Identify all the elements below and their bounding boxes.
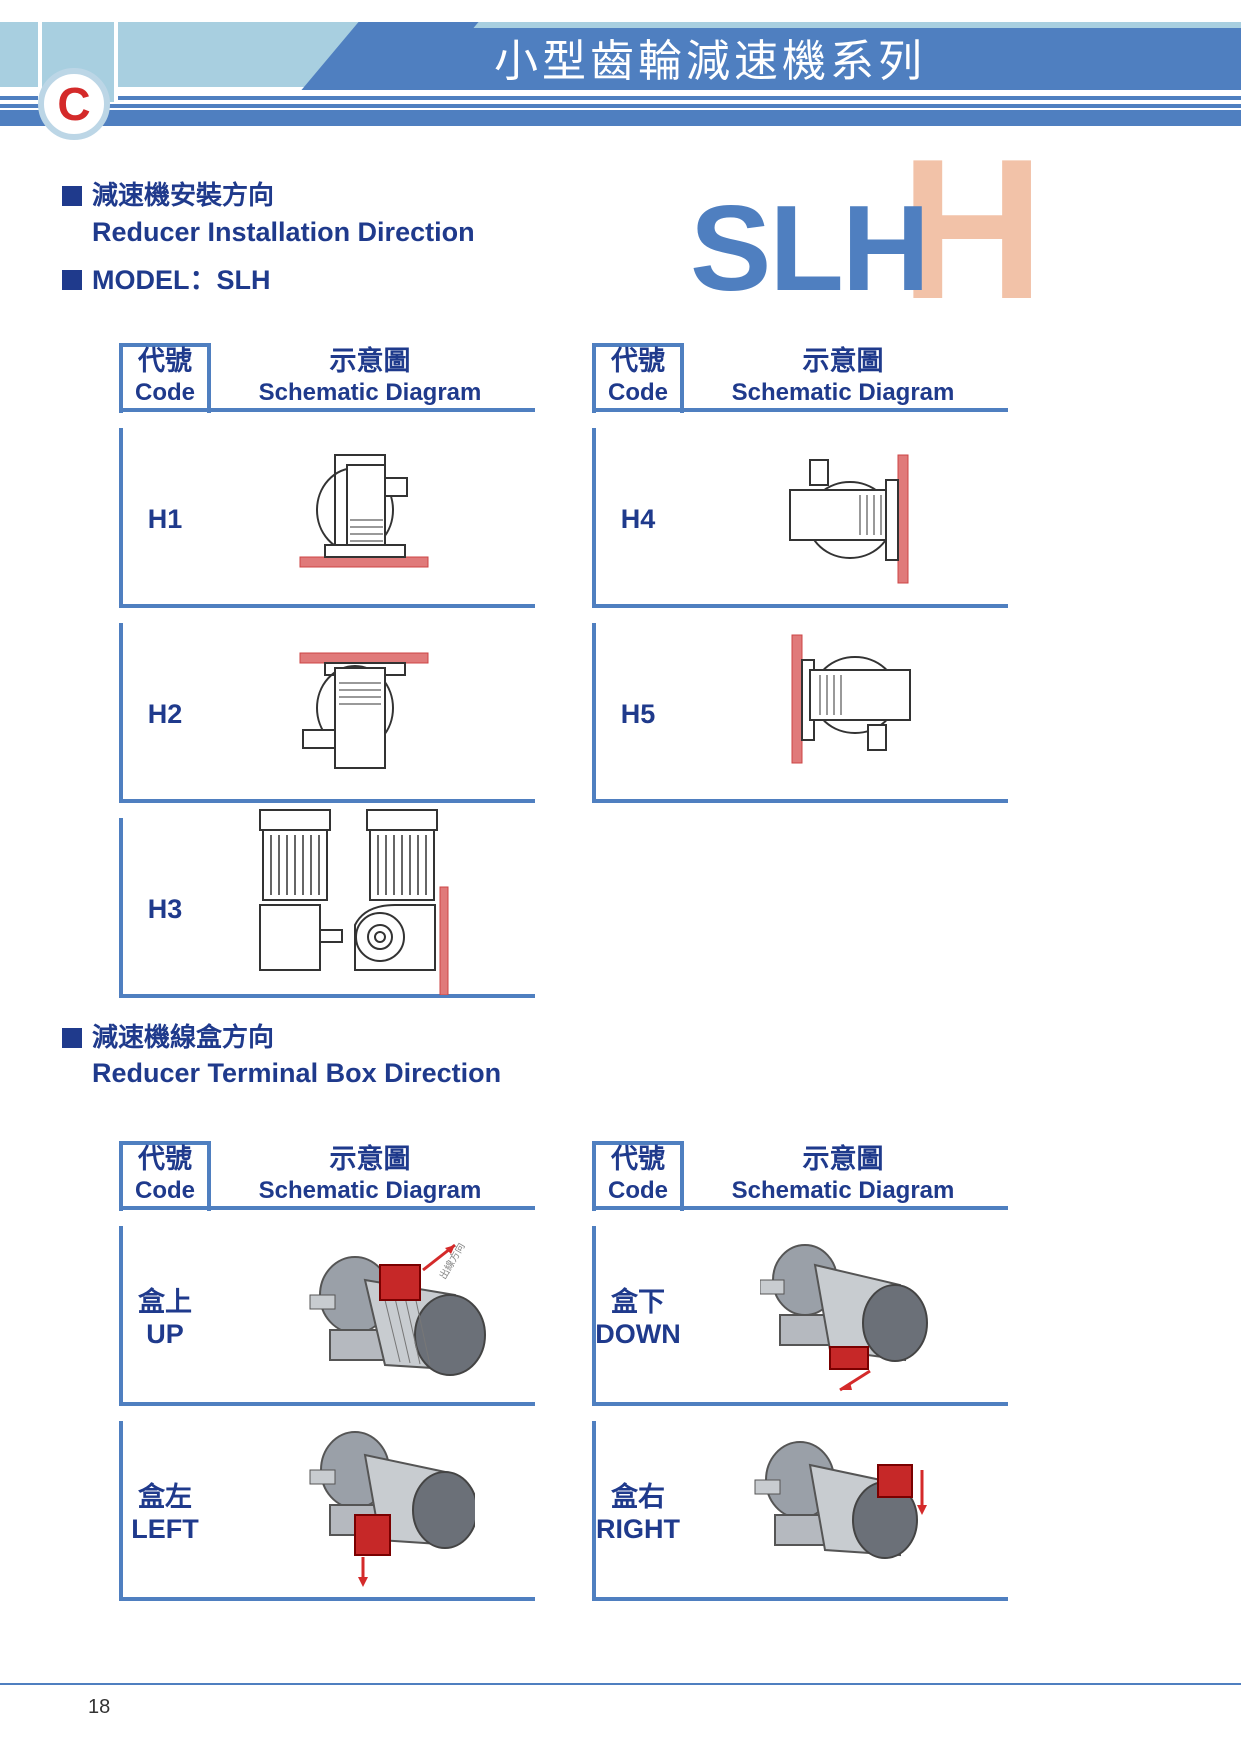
code-header-box xyxy=(592,1141,684,1211)
table-rule xyxy=(119,408,535,412)
code-right: 盒右 RIGHT xyxy=(592,1481,684,1545)
code-header-en: Code xyxy=(608,1177,668,1204)
diagram-header-en: Schematic Diagram xyxy=(731,1177,955,1204)
row-border xyxy=(592,1421,596,1601)
h1-diagram xyxy=(299,454,429,568)
diagram-header-en: Schematic Diagram xyxy=(258,1177,482,1204)
row-border xyxy=(119,1226,123,1406)
diagram-header: 示意圖 Schematic Diagram xyxy=(225,345,515,409)
diagram-header-en: Schematic Diagram xyxy=(258,379,482,406)
terminal-box-down-diagram xyxy=(760,1244,928,1392)
diagram-header: 示意圖 Schematic Diagram xyxy=(698,1143,988,1207)
model-label: MODEL：SLH xyxy=(92,265,271,295)
code-header-box xyxy=(592,343,684,413)
footer-rule xyxy=(0,1683,1241,1685)
section2-title-zh: 減速機線盒方向 xyxy=(92,1022,275,1052)
row-rule xyxy=(119,994,535,998)
code-left-zh: 盒左 xyxy=(138,1482,192,1512)
code-up-en: UP xyxy=(146,1319,184,1349)
section1-title-zh: 減速機安裝方向 xyxy=(92,180,275,210)
code-header-box xyxy=(119,1141,211,1211)
row-border xyxy=(119,623,123,803)
row-rule xyxy=(119,1597,535,1601)
code-h3: H3 xyxy=(147,894,183,924)
h4-diagram xyxy=(789,454,909,584)
code-h4: H4 xyxy=(620,504,656,534)
section1-title-en: Reducer Installation Direction xyxy=(92,217,475,247)
page-number: 18 xyxy=(88,1696,111,1718)
row-border xyxy=(119,818,123,998)
section-badge xyxy=(38,68,110,140)
page-title: 小型齒輪減速機系列 xyxy=(494,36,926,87)
row-rule xyxy=(119,799,535,803)
slh-logo: SLH xyxy=(690,180,930,316)
header-stripe xyxy=(0,108,1241,110)
code-header-zh: 代號 xyxy=(138,1144,192,1174)
row-border xyxy=(592,1226,596,1406)
row-border xyxy=(119,1421,123,1601)
section2-title-en: Reducer Terminal Box Direction xyxy=(92,1058,502,1088)
diagram-header-zh: 示意圖 xyxy=(802,346,884,376)
row-rule xyxy=(592,604,1008,608)
code-header-zh: 代號 xyxy=(611,1144,665,1174)
logo-bg-letter: H xyxy=(900,118,1045,341)
row-rule xyxy=(119,1402,535,1406)
diagram-header-en: Schematic Diagram xyxy=(731,379,955,406)
terminal-box-up-diagram: 出線方向 xyxy=(309,1240,486,1376)
diagram-header-zh: 示意圖 xyxy=(802,1144,884,1174)
code-header: 代號 Code xyxy=(592,345,684,409)
code-left: 盒左 LEFT xyxy=(125,1481,205,1545)
bullet-square xyxy=(62,1028,82,1048)
code-down-zh: 盒下 xyxy=(611,1287,665,1317)
code-header-en: Code xyxy=(608,379,668,406)
terminal-box-left-diagram xyxy=(309,1431,475,1587)
code-down: 盒下 DOWN xyxy=(592,1286,684,1350)
header-stripe xyxy=(0,96,1241,100)
code-down-en: DOWN xyxy=(595,1319,681,1349)
code-right-en: RIGHT xyxy=(596,1514,680,1544)
row-rule xyxy=(119,604,535,608)
bullet-square xyxy=(62,270,82,290)
code-right-zh: 盒右 xyxy=(611,1482,665,1512)
row-rule xyxy=(592,1597,1008,1601)
code-header-zh: 代號 xyxy=(611,346,665,376)
diagram-header-zh: 示意圖 xyxy=(329,1144,411,1174)
code-up-zh: 盒上 xyxy=(138,1287,192,1317)
code-header-box xyxy=(119,343,211,413)
code-up: 盒上 UP xyxy=(125,1286,205,1350)
terminal-box-right-diagram xyxy=(754,1441,927,1559)
code-header-en: Code xyxy=(135,1177,195,1204)
bullet-square xyxy=(62,186,82,206)
table-rule xyxy=(119,1206,535,1210)
row-border xyxy=(592,623,596,803)
code-left-en: LEFT xyxy=(131,1514,199,1544)
h5-diagram xyxy=(791,634,911,764)
row-rule xyxy=(592,799,1008,803)
table-rule xyxy=(592,408,1008,412)
row-border xyxy=(592,428,596,608)
code-h5: H5 xyxy=(620,699,656,729)
code-header: 代號 Code xyxy=(119,345,211,409)
table-rule xyxy=(592,1206,1008,1210)
diagram-header: 示意圖 Schematic Diagram xyxy=(225,1143,515,1207)
code-header: 代號 Code xyxy=(592,1143,684,1207)
diagram-header: 示意圖 Schematic Diagram xyxy=(698,345,988,409)
diagram-header-zh: 示意圖 xyxy=(329,346,411,376)
section-badge-letter: C xyxy=(57,78,91,130)
h2-diagram xyxy=(299,652,429,769)
row-rule xyxy=(592,1402,1008,1406)
row-border xyxy=(119,428,123,608)
h3-diagram xyxy=(259,809,449,995)
code-header-zh: 代號 xyxy=(138,346,192,376)
code-header: 代號 Code xyxy=(119,1143,211,1207)
code-h1: H1 xyxy=(147,504,183,534)
code-h2: H2 xyxy=(147,699,183,729)
header-title-band xyxy=(390,28,1241,90)
code-header-en: Code xyxy=(135,379,195,406)
